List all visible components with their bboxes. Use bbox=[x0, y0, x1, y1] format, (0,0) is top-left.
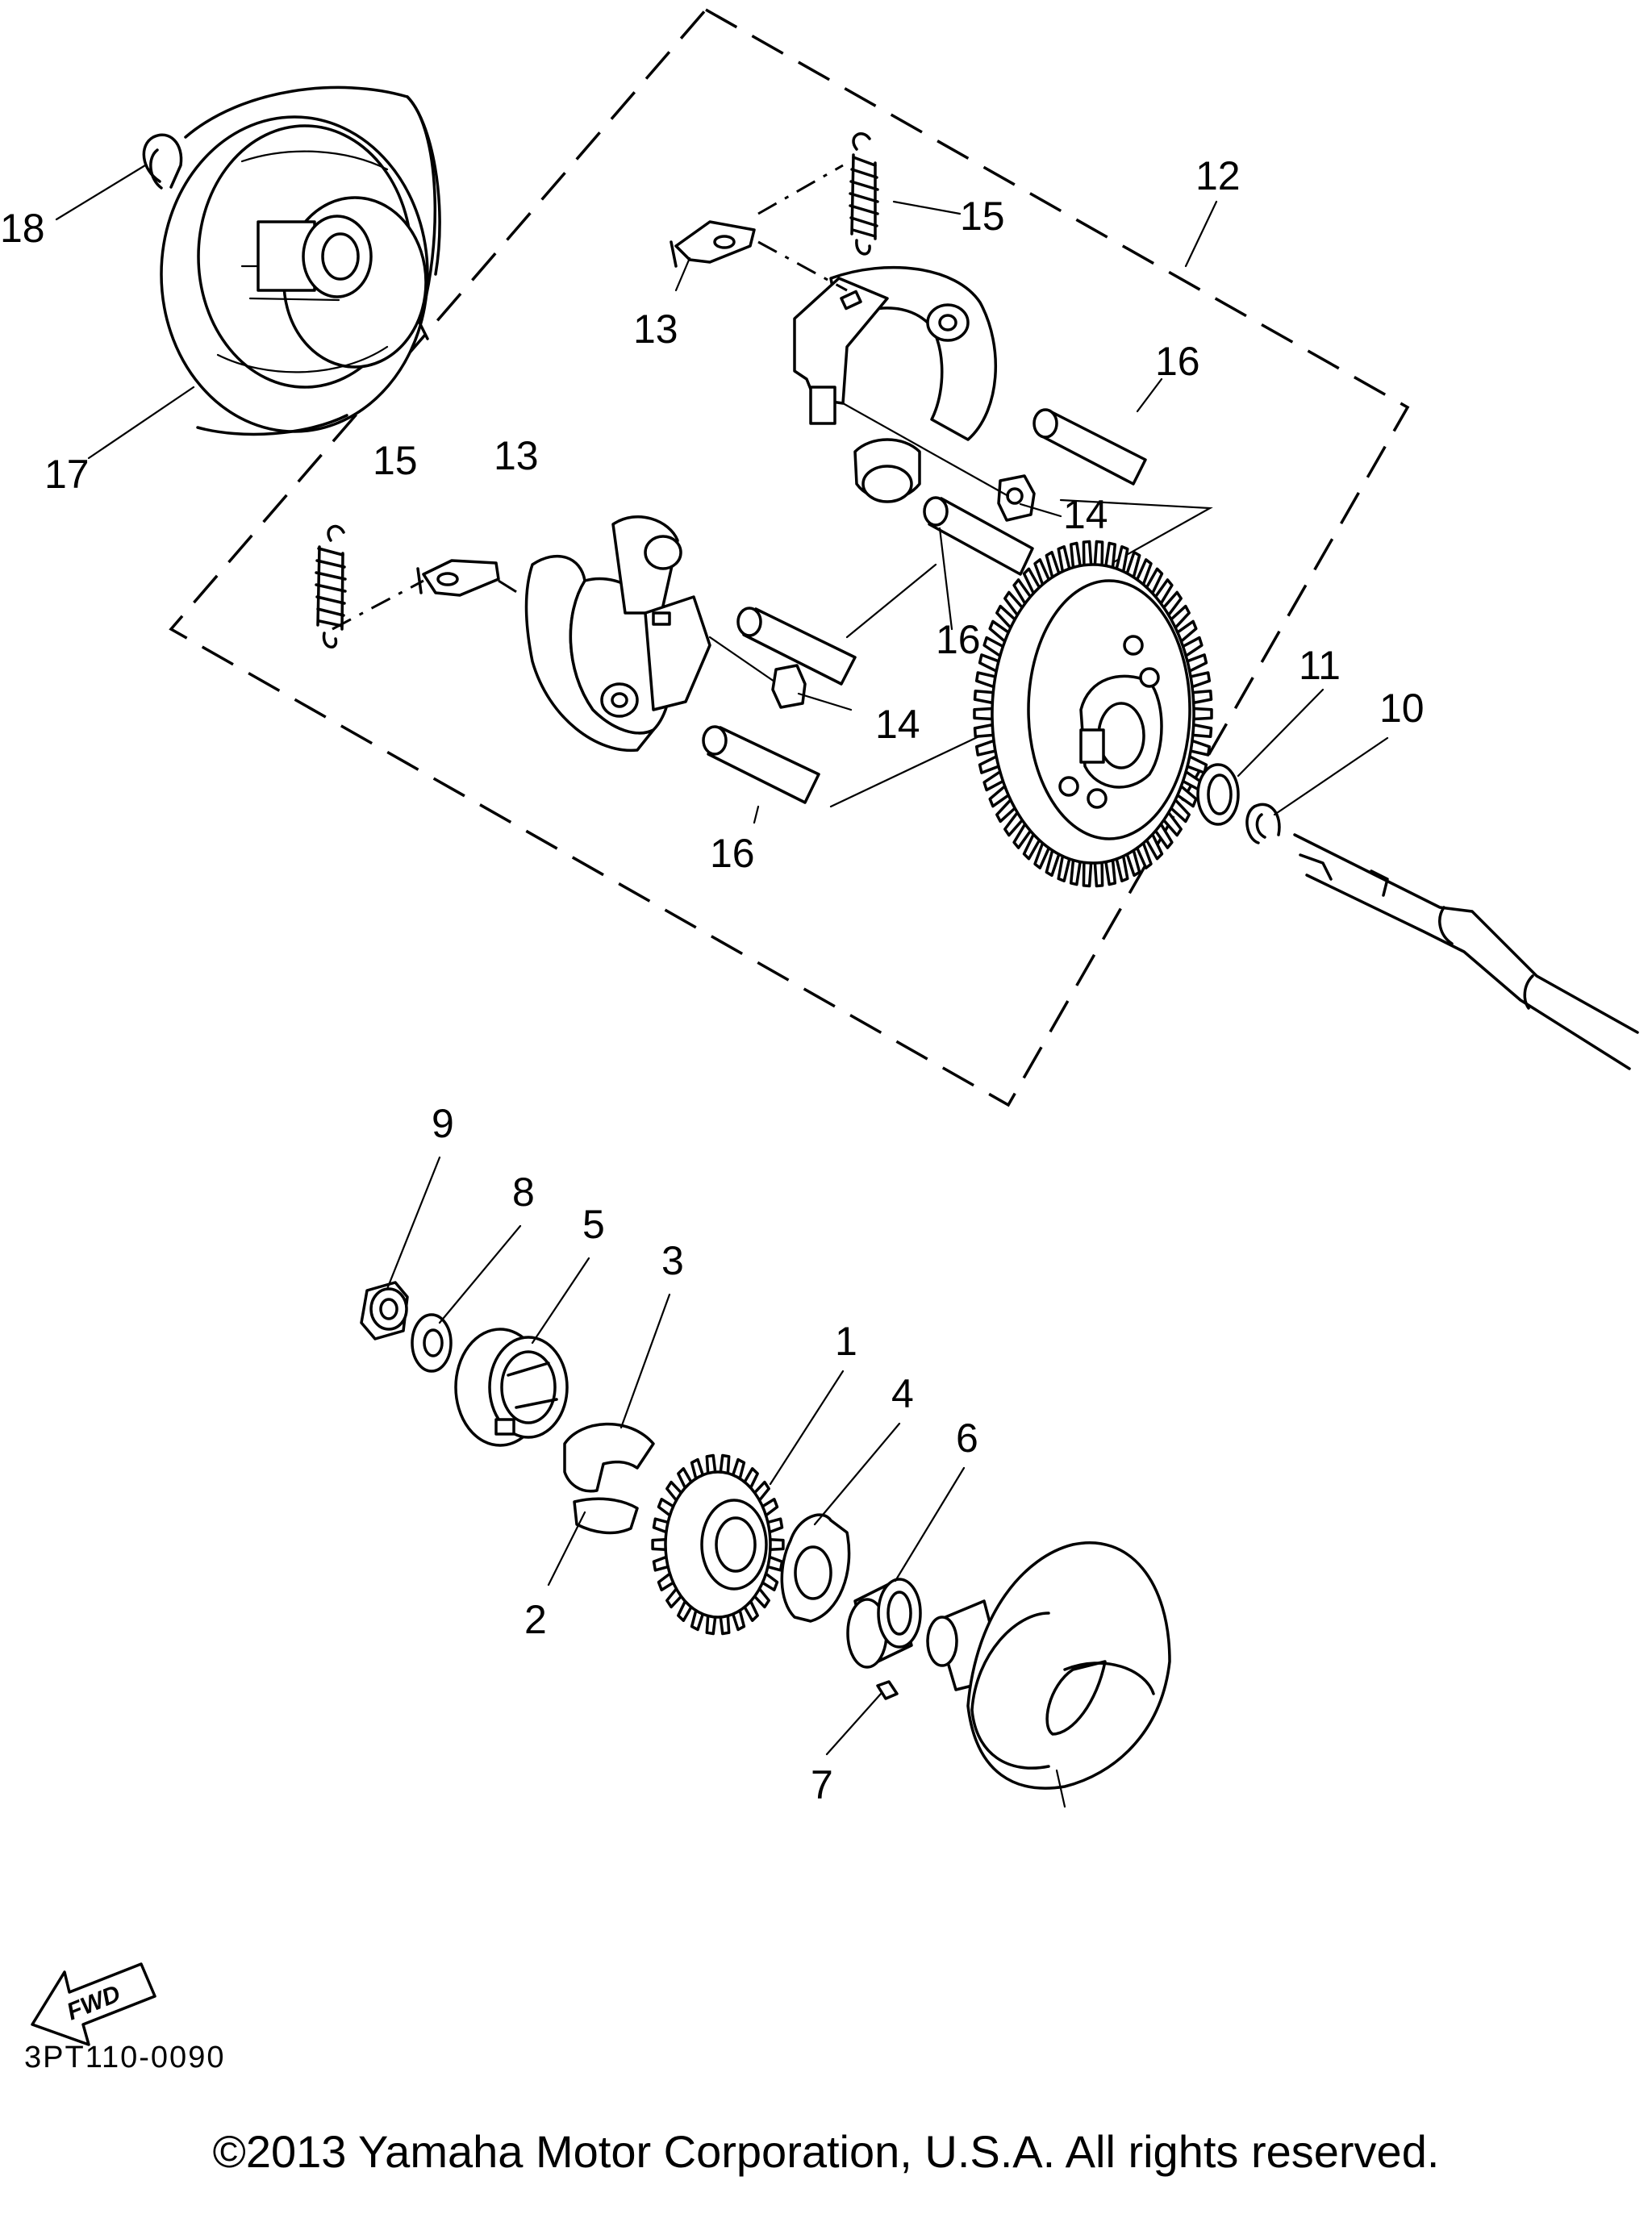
assembly-line-2 bbox=[757, 164, 844, 215]
gear-tooth bbox=[705, 1453, 717, 1475]
plate-13-upper bbox=[670, 220, 756, 268]
callout-13: 13 bbox=[633, 306, 678, 352]
drawing-code: 3PT110-0090 bbox=[24, 2041, 226, 2074]
cam-2 bbox=[573, 1497, 639, 1535]
gear-tooth bbox=[651, 1537, 667, 1552]
assembly-line-1 bbox=[757, 240, 848, 292]
clutch-boss-5 bbox=[454, 1328, 569, 1447]
assembly-boundary bbox=[169, 7, 1410, 1107]
callout-14: 14 bbox=[875, 702, 920, 747]
washer-11 bbox=[1196, 763, 1240, 826]
assembly-line-5 bbox=[841, 402, 1010, 498]
gear-tooth bbox=[1104, 541, 1117, 569]
callout-3: 3 bbox=[661, 1238, 684, 1283]
clutch-shoe-upper bbox=[793, 265, 998, 503]
circlip-10 bbox=[1245, 803, 1281, 844]
callout-8: 8 bbox=[512, 1170, 535, 1215]
crank-web bbox=[926, 1541, 1171, 1808]
gear-tooth bbox=[974, 671, 997, 689]
gear-tooth bbox=[1082, 540, 1093, 567]
assembly-line-3 bbox=[332, 579, 424, 631]
callout-13: 13 bbox=[494, 433, 539, 478]
circlip-18 bbox=[142, 133, 183, 190]
callout-14: 14 bbox=[1063, 492, 1108, 537]
gear-tooth bbox=[973, 689, 995, 705]
fwd-arrow-icon: FWD bbox=[31, 1962, 156, 2046]
plate-13-lower bbox=[416, 559, 500, 597]
callout-17: 17 bbox=[44, 452, 90, 497]
clutch-housing-17 bbox=[160, 85, 441, 436]
callout-18: 18 bbox=[0, 206, 45, 251]
gear-tooth bbox=[973, 723, 995, 739]
copyright-notice: ©2013 Yamaha Motor Corporation, U.S.A. A… bbox=[212, 2126, 1440, 2177]
assembly-line-8 bbox=[829, 732, 986, 808]
pin-16-lower bbox=[702, 725, 820, 804]
gear-tooth bbox=[1191, 723, 1213, 739]
gear-tooth bbox=[973, 707, 994, 721]
gear-tooth bbox=[1082, 861, 1093, 888]
pin-16-upper bbox=[1032, 408, 1147, 486]
callout-15: 15 bbox=[373, 438, 418, 483]
driven-gear bbox=[973, 540, 1213, 888]
gear-tooth bbox=[719, 1614, 731, 1636]
callout-4: 4 bbox=[891, 1371, 914, 1416]
gear-tooth bbox=[1192, 707, 1213, 721]
gear-tooth bbox=[974, 739, 997, 757]
gear-tooth bbox=[1189, 671, 1212, 689]
callout-12: 12 bbox=[1195, 153, 1241, 198]
gear-tooth bbox=[1189, 739, 1212, 757]
callout-1: 1 bbox=[835, 1319, 857, 1364]
callout-6: 6 bbox=[956, 1416, 978, 1461]
callout-16: 16 bbox=[936, 617, 981, 662]
washer-8 bbox=[411, 1313, 453, 1373]
collar-14-lower bbox=[771, 664, 807, 709]
callout-11: 11 bbox=[1299, 643, 1341, 688]
cam-3 bbox=[563, 1422, 655, 1493]
gear-tooth bbox=[769, 1537, 785, 1552]
key-7 bbox=[876, 1680, 899, 1700]
leader-lines bbox=[55, 164, 1389, 1756]
clutch-shoe-lower bbox=[524, 515, 711, 753]
callout-16: 16 bbox=[1155, 339, 1200, 384]
assembly-line-4 bbox=[498, 579, 525, 598]
gear-tooth bbox=[1069, 858, 1082, 886]
nut-9 bbox=[360, 1281, 409, 1340]
callout-15: 15 bbox=[960, 194, 1005, 239]
gear-tooth bbox=[1093, 861, 1104, 888]
callout-16: 16 bbox=[710, 831, 755, 876]
gear-tooth bbox=[1191, 689, 1213, 705]
callout-10: 10 bbox=[1379, 686, 1425, 731]
gear-tooth bbox=[1093, 540, 1104, 567]
bushing-6 bbox=[846, 1578, 922, 1669]
spring-15-upper bbox=[849, 132, 879, 256]
gear-tooth bbox=[1069, 541, 1082, 569]
gear-1 bbox=[651, 1453, 785, 1636]
collar-14-upper bbox=[997, 474, 1036, 522]
gear-tooth bbox=[1104, 858, 1117, 886]
clutch-shaft bbox=[1293, 833, 1639, 1070]
pin-16-left bbox=[736, 607, 857, 686]
callout-2: 2 bbox=[524, 1597, 547, 1642]
gear-tooth bbox=[705, 1614, 717, 1636]
callout-5: 5 bbox=[582, 1202, 605, 1247]
small-gear-teeth bbox=[651, 1453, 785, 1636]
assembly-line-6 bbox=[708, 636, 776, 683]
gear-tooth bbox=[719, 1453, 731, 1475]
pin-16-middle bbox=[923, 496, 1034, 576]
callout-9: 9 bbox=[432, 1101, 454, 1146]
callout-7: 7 bbox=[811, 1762, 833, 1807]
spring-15-lower bbox=[315, 524, 347, 648]
plate-4 bbox=[780, 1513, 851, 1623]
